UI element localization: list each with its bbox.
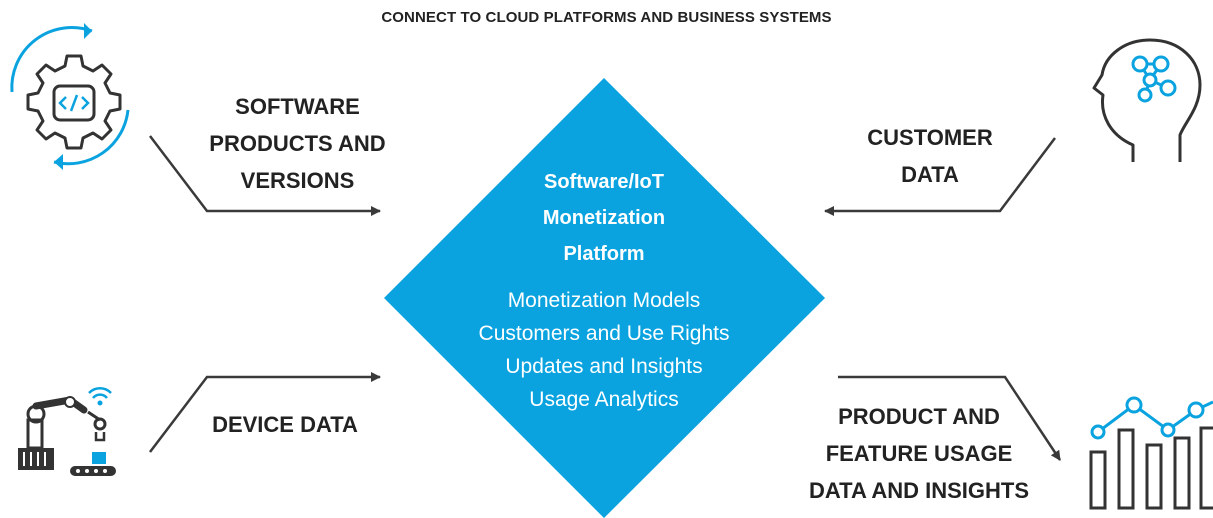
feature-item: Monetization Models <box>507 289 701 312</box>
gear-code-cycle-icon <box>10 23 130 170</box>
platform-text: Software/IoT Monetization Platform Monet… <box>444 164 764 416</box>
feature-item: Usage Analytics <box>529 388 679 411</box>
software-products-label: SOFTWARE PRODUCTS AND VERSIONS <box>209 94 386 193</box>
platform-title: Software/IoT Monetization Platform <box>542 171 666 265</box>
software-arrow <box>149 135 381 216</box>
device-arrow <box>149 372 381 453</box>
customer-data-label: CUSTOMER DATA <box>867 125 993 187</box>
feature-item: Customers and Use Rights <box>478 322 730 345</box>
line-bar-chart-icon <box>1089 396 1213 510</box>
platform-diamond <box>384 78 825 518</box>
page-title: CONNECT TO CLOUD PLATFORMS AND BUSINESS … <box>381 9 832 26</box>
device-data-label: DEVICE DATA <box>212 412 358 437</box>
feature-item: Updates and Insights <box>505 355 703 378</box>
usage-arrow <box>838 375 1062 461</box>
robot-arm-conveyor-icon <box>18 386 116 476</box>
head-network-icon <box>1092 38 1202 162</box>
feature-list: Monetization Models Customers and Use Ri… <box>444 284 764 416</box>
usage-insights-label: PRODUCT AND FEATURE USAGE DATA AND INSIG… <box>809 404 1029 503</box>
customer-arrow <box>824 137 1056 216</box>
